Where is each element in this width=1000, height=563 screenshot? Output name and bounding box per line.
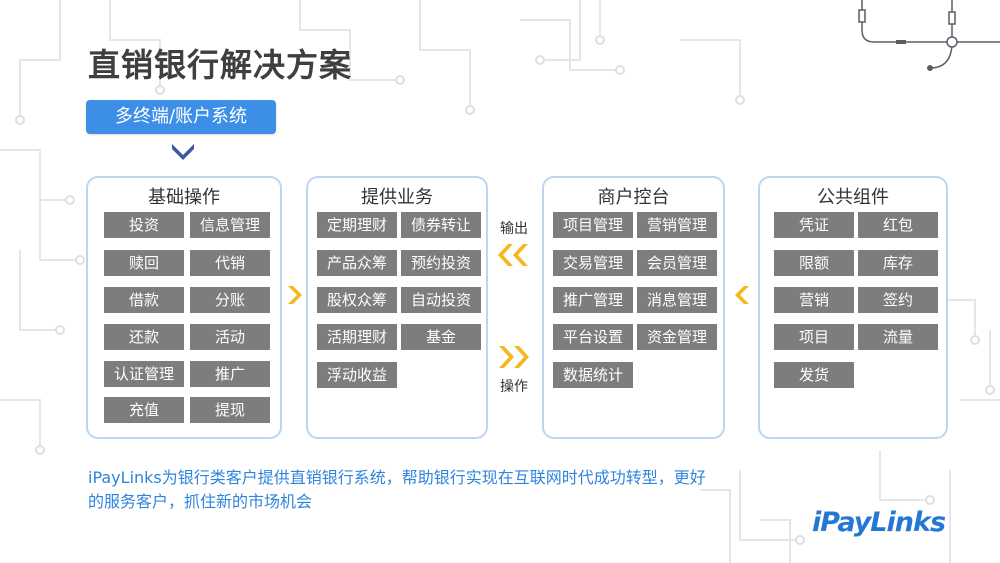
tag-fund: 基金 — [401, 324, 481, 350]
tag-project-management: 项目管理 — [553, 212, 633, 238]
tag-traffic: 流量 — [858, 324, 938, 350]
tag-contract: 签约 — [858, 287, 938, 313]
tag-info-management: 信息管理 — [190, 212, 270, 238]
tag-reserved-invest: 预约投资 — [401, 250, 481, 276]
tag-floating-yield: 浮动收益 — [317, 362, 397, 388]
tag-fixed-finance: 定期理财 — [317, 212, 397, 238]
tag-data-statistics: 数据统计 — [553, 362, 633, 388]
tag-promotion-management: 推广管理 — [553, 287, 633, 313]
tag-message-management: 消息管理 — [637, 287, 717, 313]
tag-promotion: 推广 — [190, 361, 270, 387]
tag-withdraw: 提现 — [190, 397, 270, 423]
tag-platform-settings: 平台设置 — [553, 324, 633, 350]
tag-auth-management: 认证管理 — [104, 361, 184, 387]
panel-business: 提供业务 定期理财 债券转让 产品众筹 预约投资 股权众筹 自动投资 活期理财 … — [306, 176, 488, 439]
tag-redeem: 赎回 — [104, 250, 184, 276]
tag-marketing: 营销 — [774, 287, 854, 313]
tag-split-account: 分账 — [190, 287, 270, 313]
tag-agency-sales: 代销 — [190, 250, 270, 276]
flow-label-operate: 操作 — [500, 379, 528, 395]
tag-repay: 还款 — [104, 324, 184, 350]
tag-shipping: 发货 — [774, 362, 854, 388]
tag-project: 项目 — [774, 324, 854, 350]
panel-common-components: 公共组件 凭证 红包 限额 库存 营销 签约 项目 流量 发货 — [758, 176, 948, 439]
panel-title-business: 提供业务 — [361, 187, 433, 208]
chevron-down-icon — [172, 144, 194, 160]
tag-borrow: 借款 — [104, 287, 184, 313]
tag-top-up: 充值 — [104, 397, 184, 423]
ipaylinks-logo: iPayLinks — [812, 507, 946, 538]
panel-basic-operations: 基础操作 投资 信息管理 赎回 代销 借款 分账 还款 活动 认证管理 推广 充… — [86, 176, 282, 439]
tag-auto-invest: 自动投资 — [401, 287, 481, 313]
tag-activity: 活动 — [190, 324, 270, 350]
page-title: 直销银行解决方案 — [88, 46, 353, 84]
tag-marketing-management: 营销管理 — [637, 212, 717, 238]
tag-voucher: 凭证 — [774, 212, 854, 238]
tag-transaction-management: 交易管理 — [553, 250, 633, 276]
panel-title-merchant-console: 商户控台 — [597, 187, 670, 208]
tag-product-crowdfunding: 产品众筹 — [317, 250, 397, 276]
double-chevron-left-icon — [498, 244, 528, 266]
panel-title-common-components: 公共组件 — [817, 187, 889, 208]
panel-merchant-console: 商户控台 项目管理 营销管理 交易管理 会员管理 推广管理 消息管理 平台设置 … — [542, 176, 725, 439]
description-text: iPayLinks为银行类客户提供直销银行系统，帮助银行实现在互联网时代成功转型… — [88, 468, 706, 511]
double-chevron-right-icon — [499, 346, 529, 368]
chevron-right-icon — [288, 286, 302, 304]
chevron-left-icon — [735, 286, 749, 304]
tag-member-management: 会员管理 — [637, 250, 717, 276]
tag-bond-transfer: 债券转让 — [401, 212, 481, 238]
tag-equity-crowdfunding: 股权众筹 — [317, 287, 397, 313]
flow-label-output: 输出 — [500, 221, 528, 237]
tag-fund-management: 资金管理 — [637, 324, 717, 350]
panel-title-basic-operations: 基础操作 — [148, 187, 220, 208]
tag-limit: 限额 — [774, 250, 854, 276]
tag-demand-finance: 活期理财 — [317, 324, 397, 350]
tag-invest: 投资 — [104, 212, 184, 238]
tag-red-packet: 红包 — [858, 212, 938, 238]
entry-box-multi-terminal: 多终端/账户系统 — [86, 100, 276, 134]
tag-inventory: 库存 — [858, 250, 938, 276]
